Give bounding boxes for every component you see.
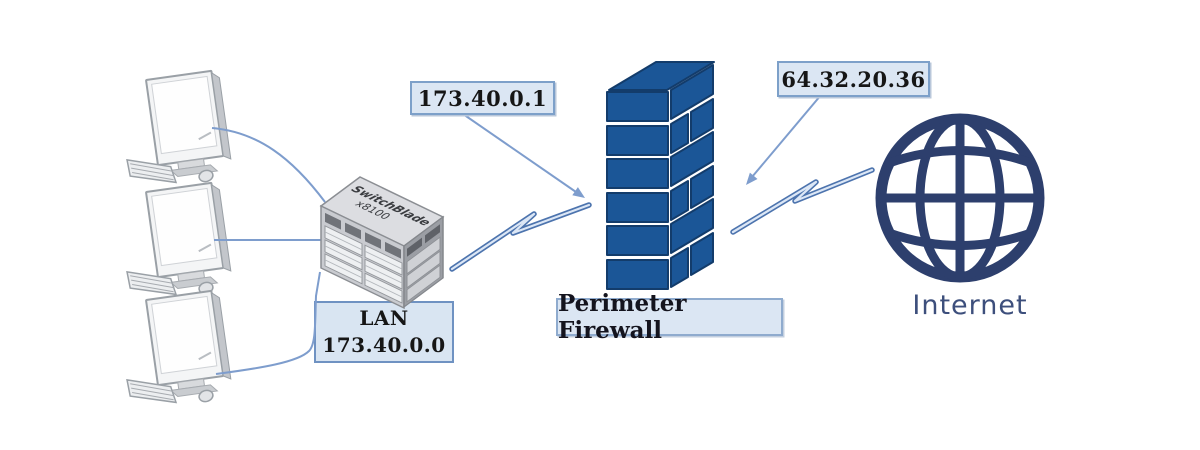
firewall-label: Perimeter Firewall xyxy=(556,290,783,344)
switch-model-text: x8100 xyxy=(352,199,393,222)
globe-icon xyxy=(875,113,1045,283)
lan-title: LAN xyxy=(359,306,409,330)
callout-arrow-icon xyxy=(462,113,585,198)
switch-brand-text: SwitchBlade xyxy=(348,184,434,228)
internet-label-text: Internet xyxy=(912,290,1028,321)
brick-wall-firewall-icon xyxy=(606,61,715,290)
desktop-computer-icon xyxy=(122,180,234,301)
connection-line xyxy=(211,127,326,203)
switch-ip-value: 173.40.0.1 xyxy=(417,85,548,111)
lan-subnet-label: LAN 173.40.0.0 xyxy=(314,301,454,363)
lightning-bolt-icon xyxy=(730,167,875,235)
switch-ip-callout: 173.40.0.1 xyxy=(410,81,555,115)
lightning-bolt-icon xyxy=(449,202,592,272)
network-switch-icon: SwitchBlade x8100 xyxy=(319,176,445,310)
callout-arrow-icon xyxy=(746,94,822,185)
firewall-label-text: Perimeter Firewall xyxy=(558,290,687,344)
desktop-computer-icon xyxy=(122,68,234,189)
wan-ip-value: 64.32.20.36 xyxy=(781,66,926,92)
desktop-computer-icon xyxy=(122,288,234,409)
connection-line xyxy=(215,271,321,375)
internet-label: Internet xyxy=(895,290,1045,321)
wan-ip-callout: 64.32.20.36 xyxy=(777,61,930,97)
lan-subnet-value: 173.40.0.0 xyxy=(322,333,446,357)
